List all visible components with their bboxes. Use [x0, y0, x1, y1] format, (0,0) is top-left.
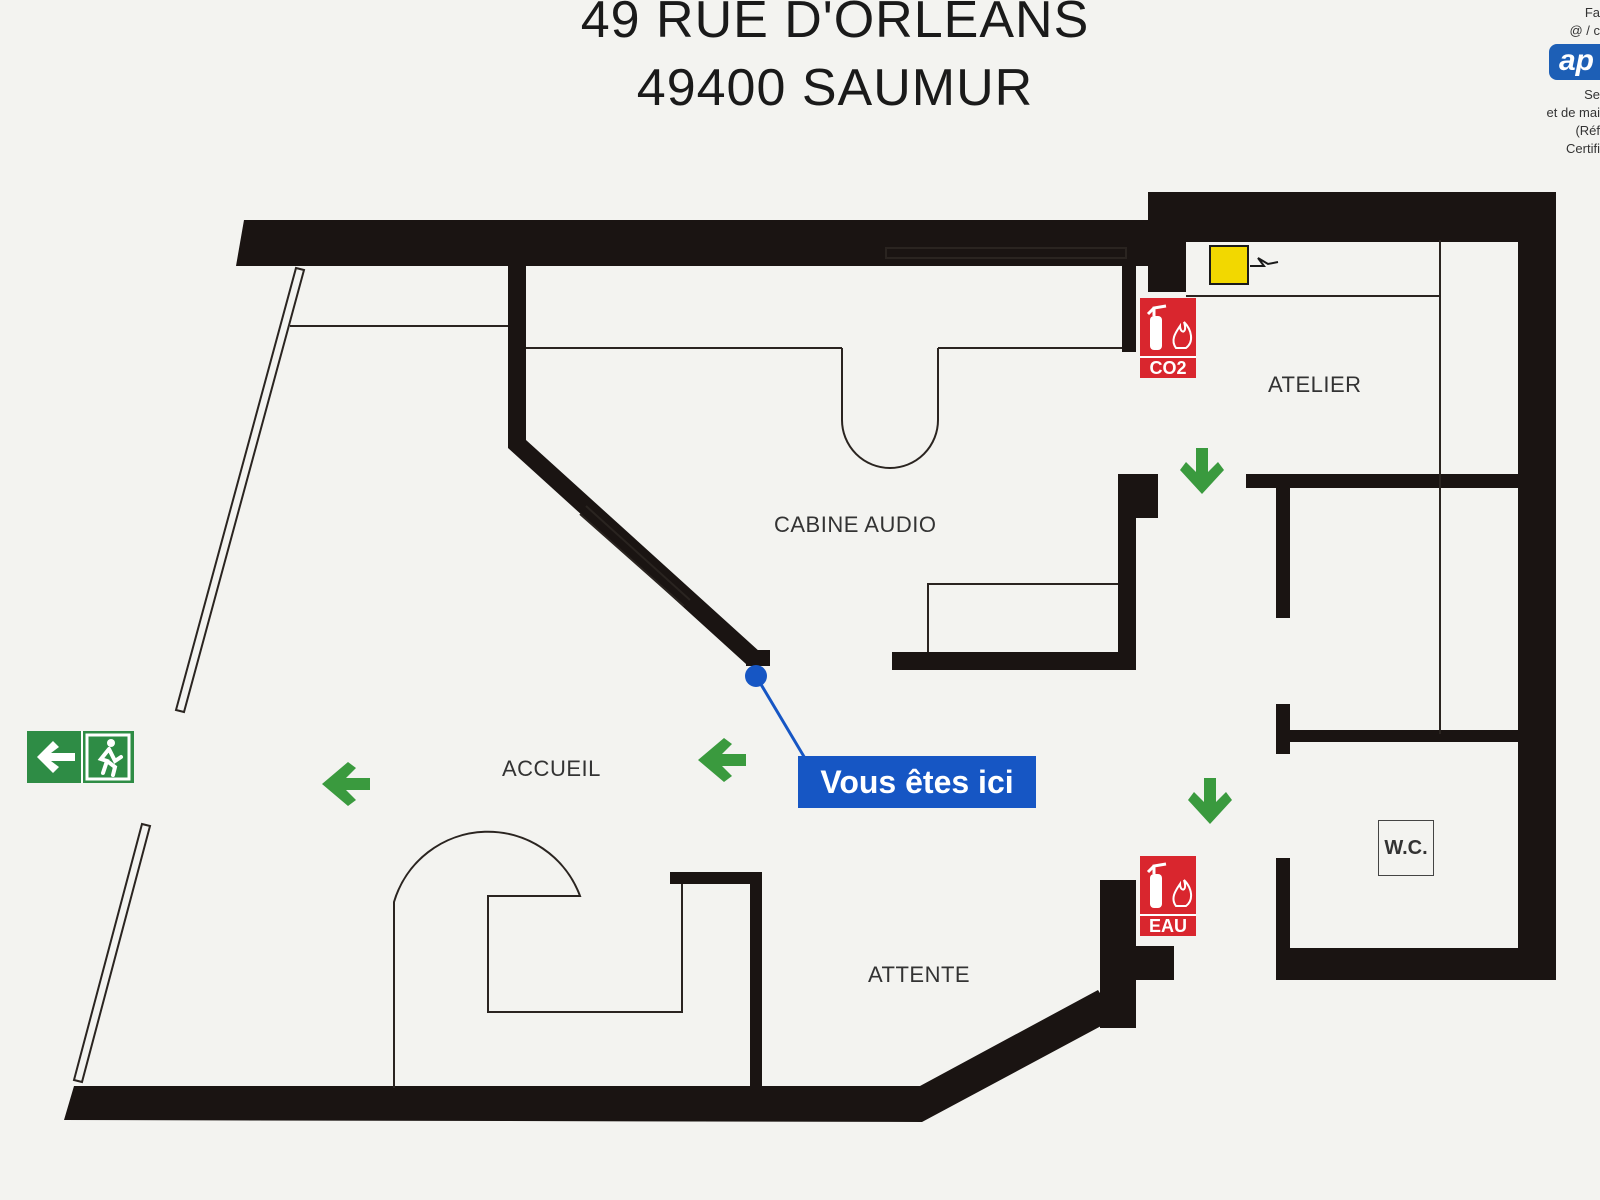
room-label-wc: W.C.: [1378, 820, 1434, 876]
diagonal-wall-cap: [746, 650, 770, 666]
exit-arrow-icon: [37, 741, 75, 773]
corner-text-4: et de mai: [1546, 105, 1600, 120]
direction-arrows: [322, 448, 1232, 824]
wc-left-wall-lower: [1276, 858, 1290, 978]
flame-icon: [1172, 879, 1192, 907]
room-label-attente: ATTENTE: [868, 962, 971, 987]
room-label-atelier: ATELIER: [1268, 372, 1362, 397]
walls: [64, 192, 1556, 1122]
corner-logo: ap: [1548, 44, 1600, 80]
address-line-1: 49 RUE D'ORLEANS: [580, 0, 1090, 49]
you-are-here-label: Vous êtes ici: [798, 756, 1036, 808]
room-label-accueil: ACCUEIL: [502, 756, 601, 781]
alarm-box-icon: [1209, 245, 1279, 285]
cabine-bottom-wall: [892, 652, 1136, 670]
direction-arrow-icon: [698, 738, 746, 782]
running-man-icon: [85, 733, 131, 781]
outer-wall-top-right: [1148, 192, 1548, 242]
emergency-exit-sign: [27, 731, 134, 783]
direction-arrow-icon: [1188, 778, 1232, 824]
attente-wall: [750, 872, 762, 1088]
co2-label: CO2: [1140, 356, 1196, 378]
bottom-wall: [64, 990, 1116, 1122]
water-label: EAU: [1140, 914, 1196, 936]
corner-text-2: @ / c: [1569, 23, 1600, 38]
you-are-here-marker: [745, 665, 808, 761]
corner-text-6: Certifi: [1566, 141, 1600, 156]
co2-extinguisher-sign: CO2: [1140, 298, 1196, 378]
thin-lines: [72, 240, 1441, 1088]
direction-arrow-icon: [322, 762, 370, 806]
corner-text-5: (Réf: [1575, 123, 1600, 138]
room-label-cabine-audio: CABINE AUDIO: [774, 512, 937, 537]
diagonal-wall: [508, 440, 760, 664]
partition-upper-stub: [1276, 474, 1290, 618]
outer-wall-right: [1518, 192, 1556, 980]
wc-left-wall-mid: [1276, 704, 1290, 754]
you-are-here-dot: [745, 665, 767, 687]
fire-extinguisher-icon: [1146, 304, 1167, 350]
corner-text-1: Fa: [1584, 5, 1600, 20]
bottom-pillar-cap: [1100, 946, 1174, 980]
address-line-2: 49400 SAUMUR: [636, 59, 1034, 117]
partition-upper: [1246, 474, 1518, 488]
direction-arrow-icon: [1180, 448, 1224, 494]
water-extinguisher-sign: EAU: [1140, 856, 1196, 936]
diagonal-wall-top: [508, 264, 526, 448]
corner-text-3: Se: [1584, 87, 1600, 102]
pillar-top: [1148, 240, 1186, 292]
cabine-right-cap: [1118, 474, 1158, 518]
cabine-right-wall: [1118, 474, 1136, 670]
fire-extinguisher-icon: [1146, 862, 1167, 908]
flame-icon: [1172, 321, 1192, 349]
partition-mid: [1276, 730, 1518, 742]
attente-wall-top: [670, 872, 762, 884]
wc-bottom-wall: [1276, 948, 1556, 980]
pillar-top-2: [1122, 240, 1136, 352]
top-wall: [236, 220, 1152, 266]
